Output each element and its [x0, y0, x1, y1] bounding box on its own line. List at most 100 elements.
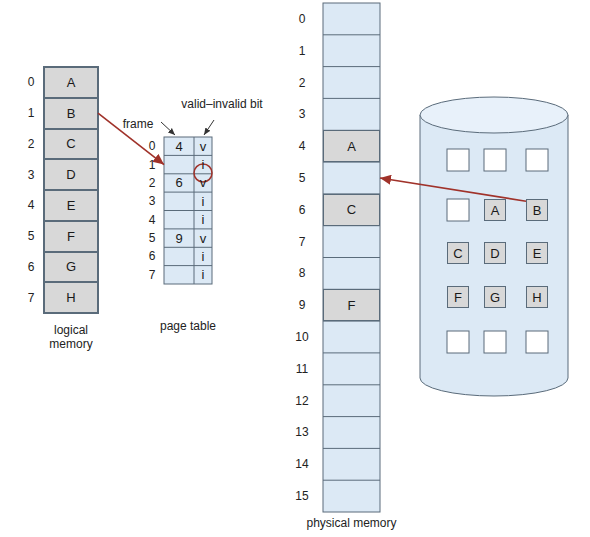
column-caption: page table — [160, 319, 216, 333]
index-number: 4 — [21, 198, 41, 212]
page-cell: F — [44, 221, 98, 252]
index-number: 5 — [142, 231, 162, 245]
index-number: 1 — [142, 158, 162, 172]
index-number: 6 — [142, 249, 162, 263]
cell-text: F — [454, 290, 462, 305]
grid-line — [323, 34, 380, 35]
grid-line — [323, 66, 380, 67]
empty-slot — [484, 331, 506, 353]
index-number: 0 — [21, 75, 41, 89]
cell-text: C — [453, 246, 462, 261]
grid-line — [164, 155, 212, 156]
cell-text: 9 — [175, 231, 182, 246]
frame-entry: 6 — [164, 174, 194, 192]
grid-line — [164, 228, 212, 229]
cell-text: 4 — [175, 139, 182, 154]
index-number: 5 — [289, 171, 315, 185]
frame-cell: A — [323, 130, 380, 162]
cell-text: v — [200, 175, 207, 190]
cell-text: i — [202, 267, 205, 282]
column-label: valid–invalid bit — [181, 97, 263, 111]
disk-top — [420, 97, 568, 133]
disk-page: G — [484, 286, 506, 308]
index-number: 12 — [289, 394, 315, 408]
cell-text: E — [67, 198, 76, 213]
index-number: 1 — [289, 44, 315, 58]
grid-line — [323, 448, 380, 449]
index-number: 2 — [142, 176, 162, 190]
empty-slots — [447, 149, 548, 353]
disk-page: H — [526, 286, 548, 308]
memory-column: physical memoryACF — [323, 3, 380, 512]
index-number: 1 — [21, 106, 41, 120]
grid-line — [164, 247, 212, 248]
grid-line — [164, 265, 212, 266]
index-number: 3 — [289, 107, 315, 121]
page-cell: D — [44, 159, 98, 190]
empty-slot — [447, 199, 469, 221]
grid-line — [323, 352, 380, 353]
index-number: 2 — [289, 76, 315, 90]
cell-text: B — [67, 106, 76, 121]
page-table: page table4vi6vii9vii — [164, 137, 212, 284]
leader-line — [161, 122, 175, 135]
physical-memory-grid — [323, 3, 380, 512]
cell-text: A — [347, 139, 356, 154]
page-cell: A — [44, 67, 98, 98]
page-table-grid — [164, 137, 212, 284]
cell-text: v — [200, 231, 207, 246]
page-cell: G — [44, 252, 98, 283]
index-number: 4 — [142, 213, 162, 227]
index-number: 3 — [21, 168, 41, 182]
index-number: 14 — [289, 457, 315, 471]
disk-page: C — [447, 242, 469, 264]
index-number: 6 — [289, 203, 315, 217]
index-number: 15 — [289, 489, 315, 503]
empty-slot — [447, 331, 469, 353]
leader-line — [204, 120, 214, 135]
cell-text: A — [491, 203, 500, 218]
empty-slot — [526, 149, 548, 171]
reference-arrow — [380, 178, 526, 201]
cell-text: i — [202, 157, 205, 172]
cell-text: G — [66, 259, 76, 274]
index-number: 2 — [21, 137, 41, 151]
index-number: 0 — [289, 12, 315, 26]
grid-lines — [323, 35, 380, 480]
index-number: 7 — [21, 291, 41, 305]
disk-page: B — [526, 199, 548, 221]
cell-text: C — [347, 202, 356, 217]
disk-page: E — [526, 242, 548, 264]
valid-bit-entry: v — [194, 174, 212, 192]
frame-entry: 4 — [164, 137, 194, 155]
column-caption: physical memory — [306, 516, 396, 530]
cell-text: F — [348, 298, 356, 313]
column-caption: logical memory — [39, 323, 103, 351]
cell-text: i — [202, 212, 205, 227]
valid-bit-entry: v — [194, 137, 212, 155]
memory-column: logical memoryABCDEFGH — [44, 67, 98, 313]
valid-bit-entry: i — [194, 192, 212, 210]
empty-slot — [447, 149, 469, 171]
index-number: 8 — [289, 266, 315, 280]
grid-line — [164, 192, 212, 193]
index-number: 10 — [289, 330, 315, 344]
cell-text: B — [533, 203, 542, 218]
frame-cell: C — [323, 194, 380, 226]
disk-page: D — [484, 242, 506, 264]
grid-line — [164, 173, 212, 174]
grid-line — [323, 480, 380, 481]
cell-text: E — [533, 246, 542, 261]
page-cell: C — [44, 129, 98, 160]
cell-text: D — [490, 246, 499, 261]
index-number: 5 — [21, 229, 41, 243]
valid-bit-entry: i — [194, 266, 212, 284]
cell-text: i — [202, 194, 205, 209]
cell-text: v — [200, 139, 207, 154]
grid-line — [323, 98, 380, 99]
index-number: 11 — [289, 362, 315, 376]
disk-page: F — [447, 286, 469, 308]
grid-line — [164, 210, 212, 211]
index-number: 3 — [142, 194, 162, 208]
